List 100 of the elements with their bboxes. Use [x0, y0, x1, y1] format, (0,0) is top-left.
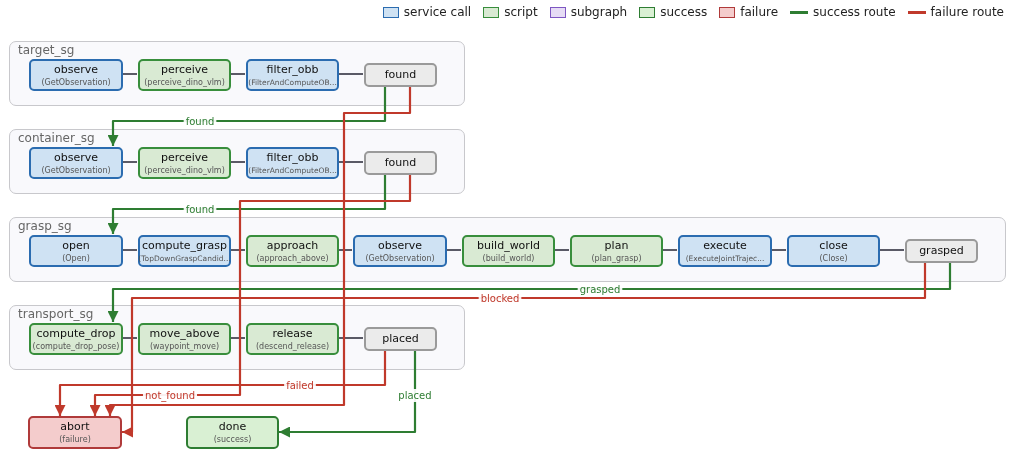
legend-label: success	[660, 5, 708, 19]
connector-line	[445, 249, 462, 251]
group-panel	[9, 41, 465, 106]
node-subtitle: (approach_above)	[256, 252, 329, 264]
outcome-box	[364, 151, 437, 175]
node-subtitle: (failure)	[59, 434, 91, 445]
node-subtitle: (Open)	[62, 252, 90, 264]
arrow	[54, 350, 387, 416]
outcome-box	[905, 239, 978, 263]
group-title: target_sg	[18, 43, 75, 57]
group-title: transport_sg	[18, 307, 94, 321]
edge-label: grasped	[579, 284, 621, 295]
node-title: observe	[54, 62, 98, 77]
node-subtitle: (success)	[213, 434, 252, 445]
edge-label: found	[185, 204, 215, 215]
step-box	[138, 59, 231, 91]
connector-line	[337, 337, 364, 339]
node-title: filter_obb	[266, 150, 319, 165]
outcome-box	[364, 327, 437, 351]
node-title: grasped	[919, 244, 964, 258]
node-subtitle: (descend_release)	[255, 340, 330, 352]
step-box	[29, 147, 123, 179]
node-title: observe	[378, 238, 422, 253]
arrow	[107, 174, 387, 234]
step-box	[246, 147, 339, 179]
arrow	[121, 262, 927, 438]
node-title: abort	[60, 420, 90, 434]
arrow	[104, 86, 412, 416]
legend-label: service call	[403, 5, 472, 19]
group-title: container_sg	[18, 131, 95, 145]
node-title: filter_obb	[266, 62, 319, 77]
arrow	[279, 350, 417, 438]
node-title: perceive	[160, 62, 209, 77]
node-title: compute_drop	[36, 326, 116, 341]
step-box	[29, 59, 123, 91]
step-box	[246, 59, 339, 91]
node-title: execute	[703, 238, 747, 253]
failure-box	[28, 416, 122, 449]
node-title: approach	[266, 238, 319, 253]
step-box	[29, 323, 123, 355]
node-subtitle: (plan_grasp)	[591, 252, 642, 264]
node-title: observe	[54, 150, 98, 165]
connector-line	[770, 249, 787, 251]
legend-label: script	[504, 5, 538, 19]
step-box	[29, 235, 123, 267]
connector-line	[878, 249, 905, 251]
edge-label: placed	[398, 390, 432, 401]
node-title: found	[384, 156, 417, 170]
group-panel	[9, 217, 1006, 282]
node-subtitle: (perceive_dino_vlm)	[144, 76, 225, 88]
step-box	[462, 235, 555, 267]
node-title: found	[384, 68, 417, 82]
node-title: compute_grasp	[142, 238, 227, 253]
node-title: release	[272, 326, 313, 341]
edge-label: blocked	[480, 293, 520, 304]
step-box	[678, 235, 772, 267]
group-panel	[9, 129, 465, 194]
edge-label: not_found	[145, 390, 195, 401]
arrow	[89, 174, 412, 416]
node-title: done	[218, 420, 247, 434]
step-box	[246, 235, 339, 267]
arrow	[107, 86, 387, 146]
node-title: plan	[604, 238, 629, 253]
legend-label: failure	[740, 5, 779, 19]
node-subtitle: (waypoint_move)	[149, 340, 220, 352]
node-title: build_world	[477, 238, 540, 253]
connector-line	[121, 161, 138, 163]
node-title: close	[819, 238, 848, 253]
edge-label: found	[185, 116, 215, 127]
node-title: placed	[382, 332, 419, 346]
group-title: grasp_sg	[18, 219, 72, 233]
connector-line	[661, 249, 678, 251]
node-title: perceive	[160, 150, 209, 165]
step-box	[138, 147, 231, 179]
connector-line	[337, 161, 364, 163]
node-subtitle: (build_world)	[482, 252, 535, 264]
node-subtitle: (compute_drop_pose)	[32, 340, 120, 352]
connector-line	[337, 73, 364, 75]
node-subtitle: (Close)	[819, 252, 848, 264]
group-panel	[9, 305, 465, 370]
step-box	[138, 323, 231, 355]
connector-line	[553, 249, 570, 251]
outcome-box	[364, 63, 437, 87]
node-subtitle: (GetObservation)	[365, 252, 435, 264]
arrow	[107, 262, 952, 322]
step-box	[787, 235, 880, 267]
node-title: open	[62, 238, 90, 253]
legend-label: success route	[813, 5, 896, 19]
connector-line	[121, 249, 138, 251]
step-box	[246, 323, 339, 355]
node-subtitle: (GetObservation)	[41, 76, 111, 88]
connector-line	[121, 73, 138, 75]
success-box	[186, 416, 279, 449]
node-title: move_above	[149, 326, 220, 341]
connector-line	[229, 161, 246, 163]
legend-label: failure route	[930, 5, 1004, 19]
node-subtitle: (perceive_dino_vlm)	[144, 164, 225, 176]
node-subtitle: (GetObservation)	[41, 164, 111, 176]
legend-label: subgraph	[570, 5, 628, 19]
connector-line	[229, 73, 246, 75]
